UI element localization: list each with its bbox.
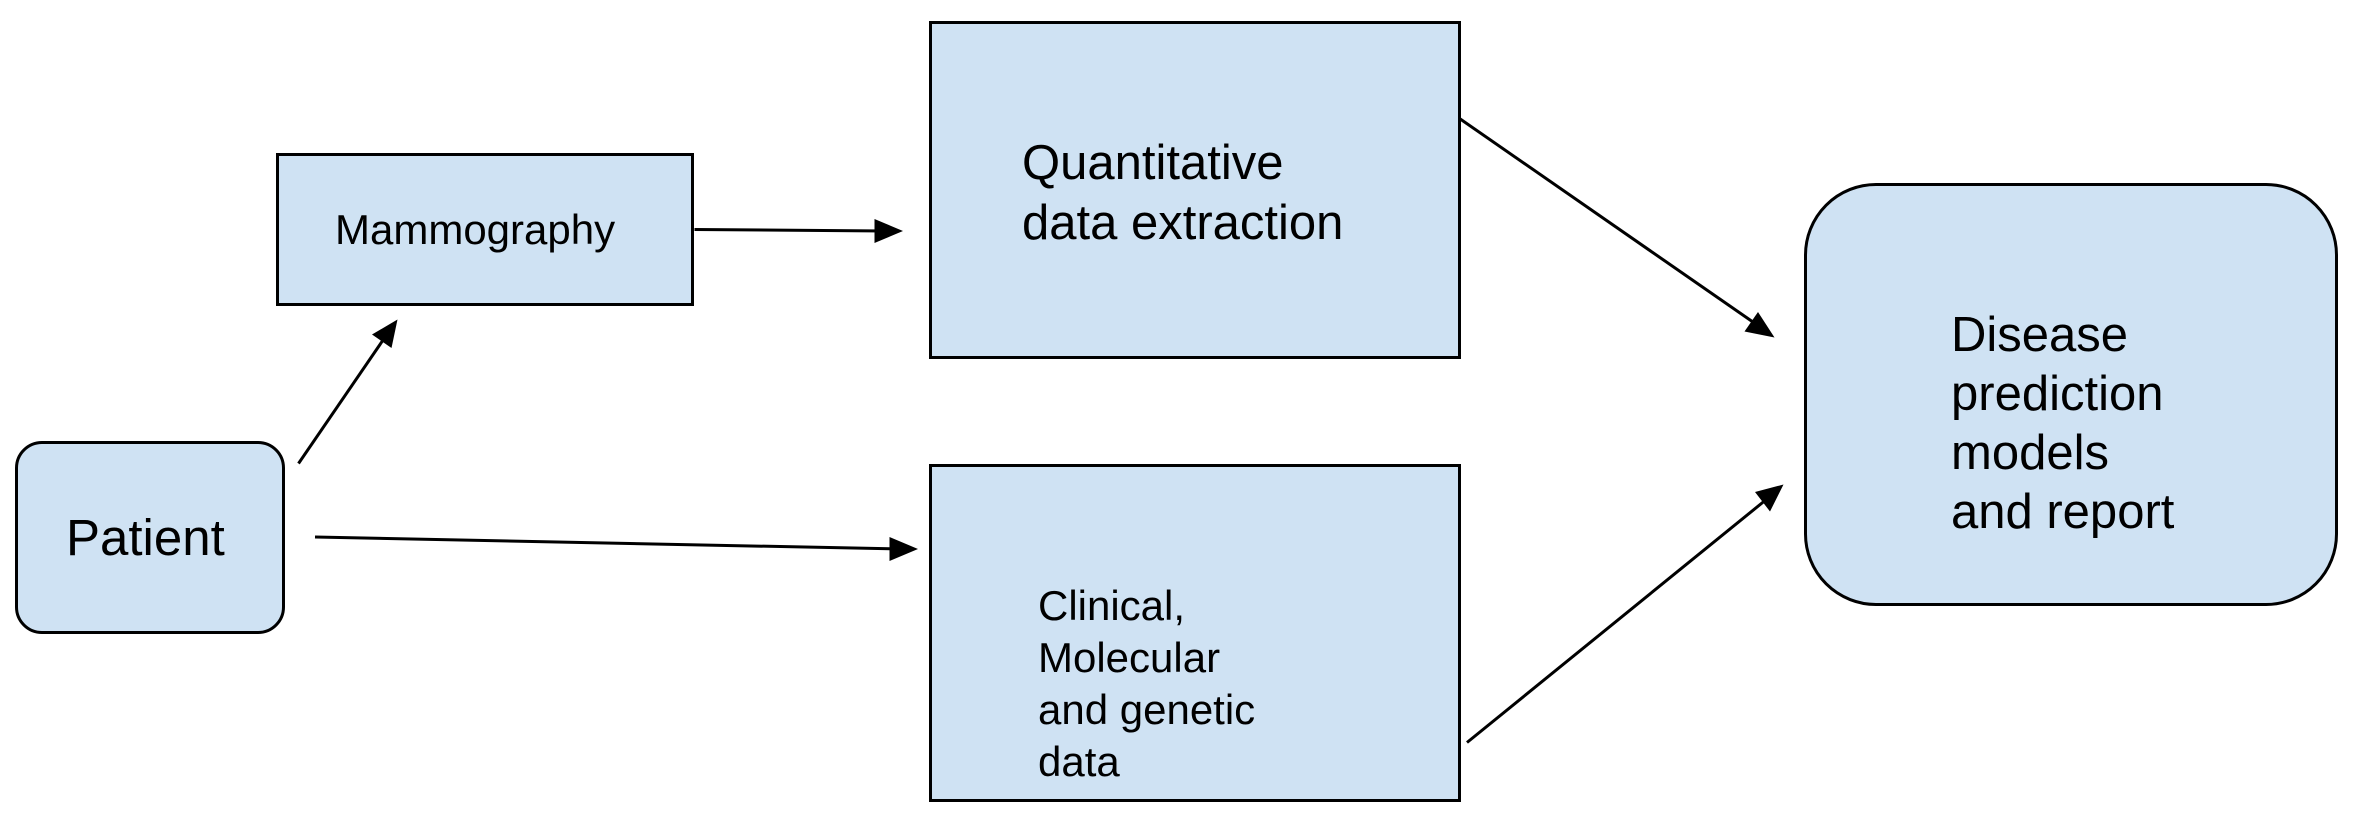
arrowhead-mammography-to-quantitative xyxy=(874,219,903,243)
node-mammography-label: Mammography xyxy=(335,206,616,253)
node-patient-label: Patient xyxy=(66,509,225,566)
node-disease-prediction-models-label: Disease prediction models and report xyxy=(1951,308,2175,539)
node-quantitative-data-extraction-label: Quantitative data extraction xyxy=(1022,136,1344,250)
node-quantitative-data-extraction: Quantitative data extraction xyxy=(929,21,1461,359)
arrowhead-patient-to-mammography xyxy=(372,319,398,348)
arrow-patient-to-mammography xyxy=(297,324,395,465)
arrowhead-patient-to-clinical xyxy=(889,537,918,561)
node-patient: Patient xyxy=(15,441,285,634)
arrowhead-quantitative-to-disease xyxy=(1744,312,1775,338)
arrow-quantitative-to-disease xyxy=(1458,117,1759,327)
node-disease-prediction-models: Disease prediction models and report xyxy=(1804,183,2338,606)
arrowhead-clinical-to-disease xyxy=(1755,484,1784,512)
arrow-clinical-to-disease xyxy=(1466,495,1771,744)
node-mammography: Mammography xyxy=(276,153,694,306)
node-clinical-molecular-genetic-data: Clinical, Molecular and genetic data xyxy=(929,464,1461,802)
arrow-mammography-to-quantitative xyxy=(694,228,886,233)
arrow-patient-to-clinical xyxy=(314,535,901,551)
node-clinical-molecular-genetic-data-label: Clinical, Molecular and genetic data xyxy=(1038,582,1256,785)
